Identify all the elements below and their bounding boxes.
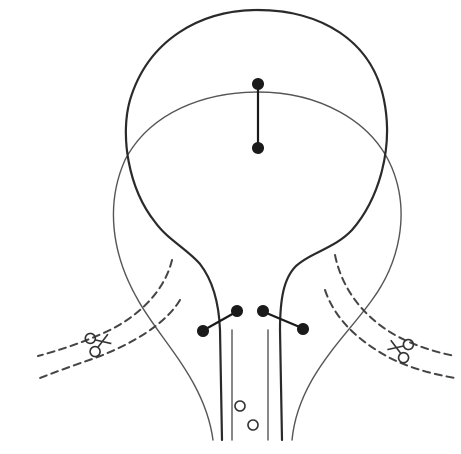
- neck-right-point-a: [257, 305, 269, 317]
- channel-circle-2: [248, 420, 258, 430]
- head-point-new: [252, 142, 264, 154]
- relocated-outline: [126, 10, 387, 440]
- left-incision-lower: [40, 300, 180, 378]
- neck-right-point-b: [297, 323, 309, 335]
- channel-circle-1: [235, 401, 245, 411]
- neck-right-vector: [264, 312, 302, 328]
- right-incision-upper: [335, 255, 455, 356]
- neck-left-point-a: [231, 305, 243, 317]
- scissors-icon: [84, 328, 114, 358]
- neck-left-point-b: [197, 325, 209, 337]
- head-point-original: [252, 78, 264, 90]
